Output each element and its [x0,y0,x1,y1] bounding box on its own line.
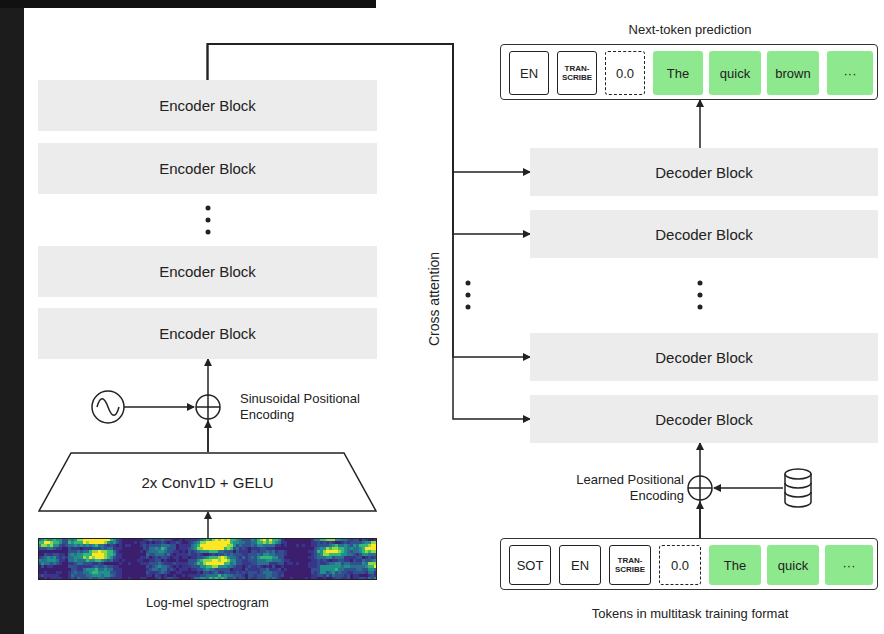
node-text: 0.0 [616,66,634,81]
node-text: Decoder Block [655,411,753,428]
node-text: Next-token prediction [461,22,884,38]
token-strip: Next-token predictionENTRAN- SCRIBE0.0Th… [500,44,878,100]
sum-symbol [688,476,712,500]
node-text: brown [775,66,810,81]
node-text: Log-mel spectrogram [0,595,417,611]
node-text: TRAN- SCRIBE [613,556,647,574]
encoder-block: Encoder Block [38,246,377,297]
connector [699,100,701,148]
node-text: TRAN- SCRIBE [561,64,593,82]
decoder-block: Decoder Block [530,210,878,258]
sum-symbol [196,395,220,419]
node-text: ··· [843,558,856,573]
node-text: SOT [517,558,544,573]
node-text: quick [720,66,750,81]
node-text: 0.0 [671,558,689,573]
arrow [124,406,194,408]
node-text: 2x Conv1D + GELU [141,474,273,491]
node-text: Decoder Block [655,226,753,243]
annotation-label: Cross attention [426,244,442,354]
node-text: Encoder Block [159,263,256,280]
embedding-cylinder [785,469,811,479]
token-box: TRAN- SCRIBE [609,545,651,585]
token-box: EN [509,51,549,95]
node-text: quick [778,558,808,573]
text-token: quick [709,51,761,95]
token-box: SOT [509,545,551,585]
text-token: The [653,51,703,95]
node-text: The [667,66,689,81]
encoder-block: Encoder Block [38,143,377,194]
annotation-label: Learned Positional Encoding [570,472,684,504]
node-text: EN [520,66,538,81]
token-box: TRAN- SCRIBE [557,51,597,95]
encoder-block: Encoder Block [38,80,377,131]
sine-symbol [92,391,124,423]
annotation-label: Sinusoidal Positional Encoding [240,391,400,423]
text-token: quick [767,545,819,585]
connector [207,512,209,538]
node-text: ··· [844,66,857,81]
sum-symbol [688,476,712,500]
spectrogram: Log-mel spectrogram [38,538,377,580]
arrow [699,502,701,538]
conv-block: 2x Conv1D + GELU [38,452,377,512]
node-text: Encoder Block [159,325,256,342]
sum-symbol [196,395,220,419]
text-token: ··· [825,545,873,585]
text-token: The [709,545,761,585]
token-strip: Tokens in multitask training formatSOTEN… [500,538,878,590]
node-text: Decoder Block [655,164,753,181]
spectrogram-image [38,538,377,580]
connector [208,44,531,234]
decoder-block: Decoder Block [530,148,878,196]
node-text: Tokens in multitask training format [461,606,884,622]
encoder-block: Encoder Block [38,308,377,359]
frame-edge [0,0,24,634]
timestamp-token: 0.0 [659,545,701,585]
node-text: Encoder Block [159,97,256,114]
node-text: EN [571,558,589,573]
text-token: brown [767,51,819,95]
arrow [207,421,209,452]
frame-edge [0,0,376,8]
decoder-block: Decoder Block [530,395,878,443]
text-token: ··· [827,51,873,95]
node-text: Encoder Block [159,160,256,177]
token-box: EN [559,545,601,585]
sine-symbol [97,399,119,416]
embedding-cylinder [785,483,811,497]
decoder-block: Decoder Block [530,333,878,381]
node-text: The [724,558,746,573]
arrow [714,487,783,489]
timestamp-token: 0.0 [605,51,645,95]
node-text: Decoder Block [655,349,753,366]
